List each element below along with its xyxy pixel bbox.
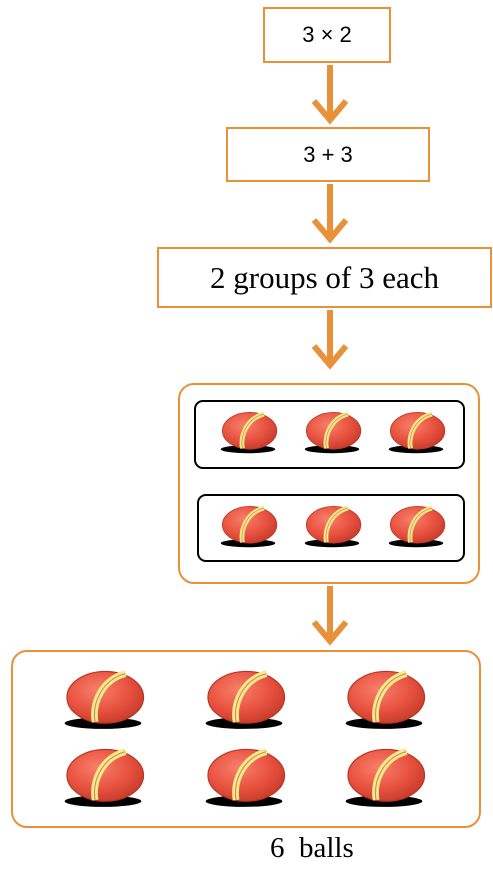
groups-text: 2 groups of 3 each xyxy=(210,259,439,295)
down-arrow-icon xyxy=(310,585,350,647)
ball-icon xyxy=(197,746,291,808)
addition-text: 3 + 3 xyxy=(303,141,353,167)
groups-text-box: 2 groups of 3 each xyxy=(157,247,492,308)
ball-icon xyxy=(56,746,150,808)
down-arrow-icon xyxy=(310,309,350,371)
ball-icon xyxy=(337,668,431,730)
total-caption: 6 balls xyxy=(270,832,354,864)
ball-icon xyxy=(216,406,280,458)
ball-icon xyxy=(300,406,364,458)
ball-icon xyxy=(337,746,431,808)
ball-icon xyxy=(197,668,291,730)
ball-icon xyxy=(384,406,448,458)
ball-icon xyxy=(56,668,150,730)
down-arrow-icon xyxy=(310,183,350,245)
down-arrow-icon xyxy=(310,64,350,126)
ball-icon xyxy=(384,500,448,552)
multiplication-box: 3 × 2 xyxy=(263,7,391,63)
ball-icon xyxy=(216,500,280,552)
addition-box: 3 + 3 xyxy=(226,127,430,182)
multiplication-text: 3 × 2 xyxy=(302,22,352,47)
ball-icon xyxy=(300,500,364,552)
